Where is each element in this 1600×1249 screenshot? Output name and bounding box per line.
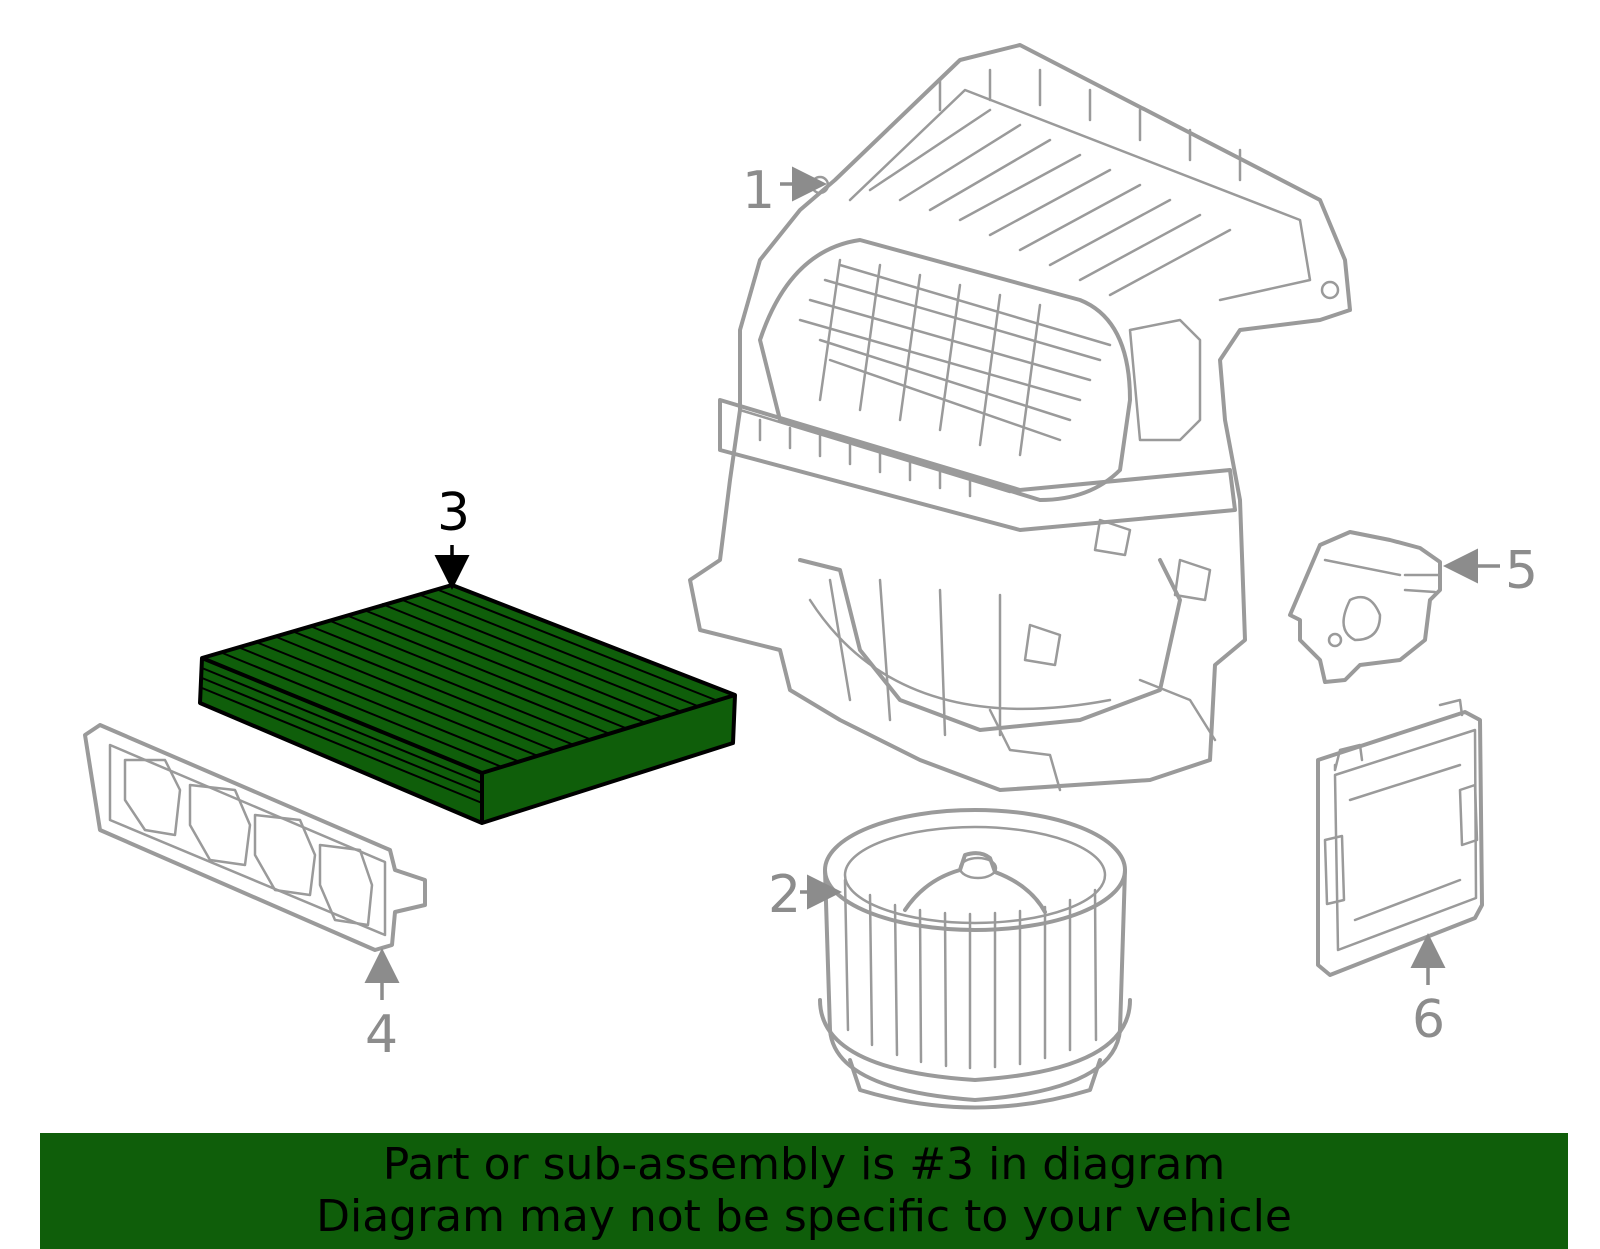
callout-4: 4 bbox=[365, 1005, 398, 1065]
callout-5: 5 bbox=[1505, 541, 1538, 601]
banner-line-disclaimer: Diagram may not be specific to your vehi… bbox=[316, 1191, 1292, 1242]
callout-6: 6 bbox=[1412, 990, 1445, 1050]
filter-cover-part bbox=[83, 723, 427, 952]
banner-line-part-number: Part or sub-assembly is #3 in diagram bbox=[382, 1139, 1226, 1190]
blower-housing-part bbox=[688, 43, 1352, 792]
info-banner: Part or sub-assembly is #3 in diagram Di… bbox=[40, 1133, 1568, 1249]
callout-1: 1 bbox=[742, 161, 775, 221]
callout-3: 3 bbox=[437, 483, 470, 543]
cabin-air-filter-part bbox=[198, 583, 737, 825]
actuator-part bbox=[1288, 530, 1442, 684]
control-module-part bbox=[1316, 698, 1484, 977]
callout-2: 2 bbox=[768, 865, 801, 925]
blower-fan-part bbox=[818, 808, 1132, 1110]
